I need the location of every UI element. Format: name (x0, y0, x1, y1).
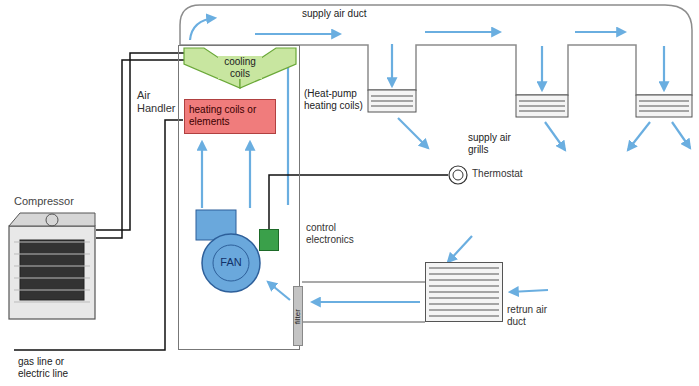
grille-slat (429, 304, 499, 305)
node-outline (448, 165, 468, 185)
compressor-fan (46, 214, 58, 226)
connector-line (96, 53, 187, 230)
node-label: heating coils or elements (189, 104, 271, 127)
compressor-grille (14, 242, 90, 243)
grille-slat (429, 280, 499, 281)
node-label: Air Handler (137, 89, 177, 114)
diagram-label: (Heat-pump heating coils) (304, 88, 378, 111)
compressor-unit: Compressor (8, 212, 96, 320)
grille-slat (429, 292, 499, 293)
return-duct (302, 282, 425, 322)
diagram-label: supply air grills (468, 132, 524, 155)
grille-slat (429, 298, 499, 299)
connector (269, 175, 448, 229)
compressor-grille (14, 302, 90, 303)
connector-line (96, 60, 187, 238)
filter-strip: filter (293, 286, 303, 346)
supply-duct (180, 5, 692, 95)
node-label: FAN (213, 256, 249, 269)
grille-slat (429, 274, 499, 275)
node-outline (8, 212, 96, 320)
node-label: Thermostat (472, 168, 542, 180)
diagram-label: gas line or electric line (18, 356, 96, 379)
node-label: Compressor (14, 195, 98, 208)
supply-grille (368, 90, 692, 117)
grille-slat (429, 310, 499, 311)
return-grille: retrun air duct (425, 262, 503, 322)
grille-slat (429, 316, 499, 317)
thermostat-ring (449, 166, 467, 184)
connector (96, 53, 187, 238)
thermostat-dial (453, 170, 463, 180)
heating-coils-box: heating coils or elements (184, 99, 276, 134)
compressor-body (9, 226, 95, 319)
grille-slat (429, 268, 499, 269)
cooling-coils: cooling coils (184, 48, 296, 88)
fan-outline (202, 234, 260, 292)
compressor-grille (14, 254, 90, 255)
fan-circle: FAN (201, 233, 261, 293)
compressor-core (20, 240, 84, 300)
compressor-top (9, 213, 95, 226)
connector-line (269, 175, 448, 229)
node-outline (425, 262, 503, 322)
diagram-label: supply air duct (302, 8, 392, 20)
air-handler-box: Air Handlercooling coilsheating coils or… (178, 45, 300, 350)
airflow-arrow (190, 18, 690, 302)
node-label: cooling coils (218, 56, 262, 79)
fan-hub (213, 245, 249, 281)
grille-slat (429, 286, 499, 287)
node-label: retrun air duct (507, 304, 555, 327)
node-label: control electronics (306, 222, 364, 245)
grille-frame (426, 263, 503, 322)
thermostat: Thermostat (448, 165, 468, 185)
compressor-grille (14, 266, 90, 267)
compressor-grille (14, 290, 90, 291)
node-label: filter (293, 304, 302, 330)
compressor-grille (14, 278, 90, 279)
control-electronics-box: control electronics (259, 229, 279, 251)
